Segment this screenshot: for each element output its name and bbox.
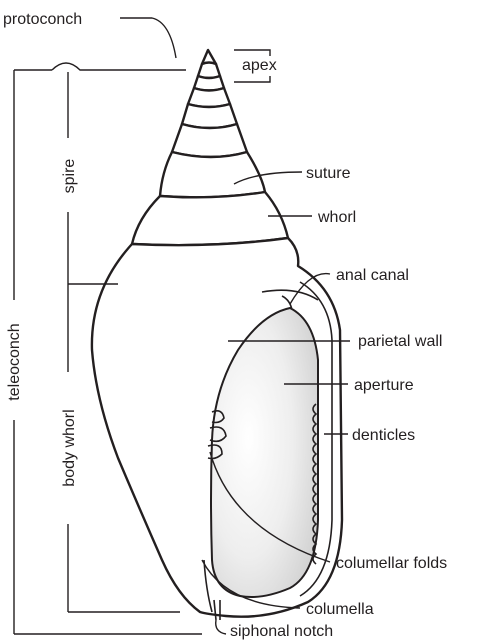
- label-denticles: denticles: [352, 427, 415, 444]
- whorl-6: [172, 124, 247, 157]
- label-suture: suture: [306, 165, 351, 182]
- whorl-4: [188, 88, 230, 107]
- label-apex: apex: [242, 57, 277, 74]
- label-columellar-folds: columellar folds: [336, 555, 447, 572]
- label-protoconch: protoconch: [3, 11, 82, 28]
- whorl-5: [182, 104, 237, 128]
- label-columella: columella: [306, 601, 374, 618]
- label-body-whorl: body whorl: [61, 409, 78, 486]
- protoconch-leader: [120, 18, 176, 58]
- label-whorl: whorl: [317, 209, 356, 226]
- label-spire: spire: [61, 159, 78, 194]
- label-parietal-wall: parietal wall: [358, 333, 442, 350]
- label-anal-canal: anal canal: [336, 267, 409, 284]
- protoconch-bump: [52, 63, 186, 70]
- siphonal-notch-leader: [216, 620, 226, 634]
- label-teleoconch: teleoconch: [6, 323, 23, 400]
- label-siphonal-notch: siphonal notch: [230, 623, 333, 640]
- shell: [92, 50, 342, 620]
- whorl-7: [160, 152, 265, 197]
- label-aperture: aperture: [354, 377, 414, 394]
- whorl-2: [198, 63, 220, 79]
- whorl-8: [132, 192, 288, 245]
